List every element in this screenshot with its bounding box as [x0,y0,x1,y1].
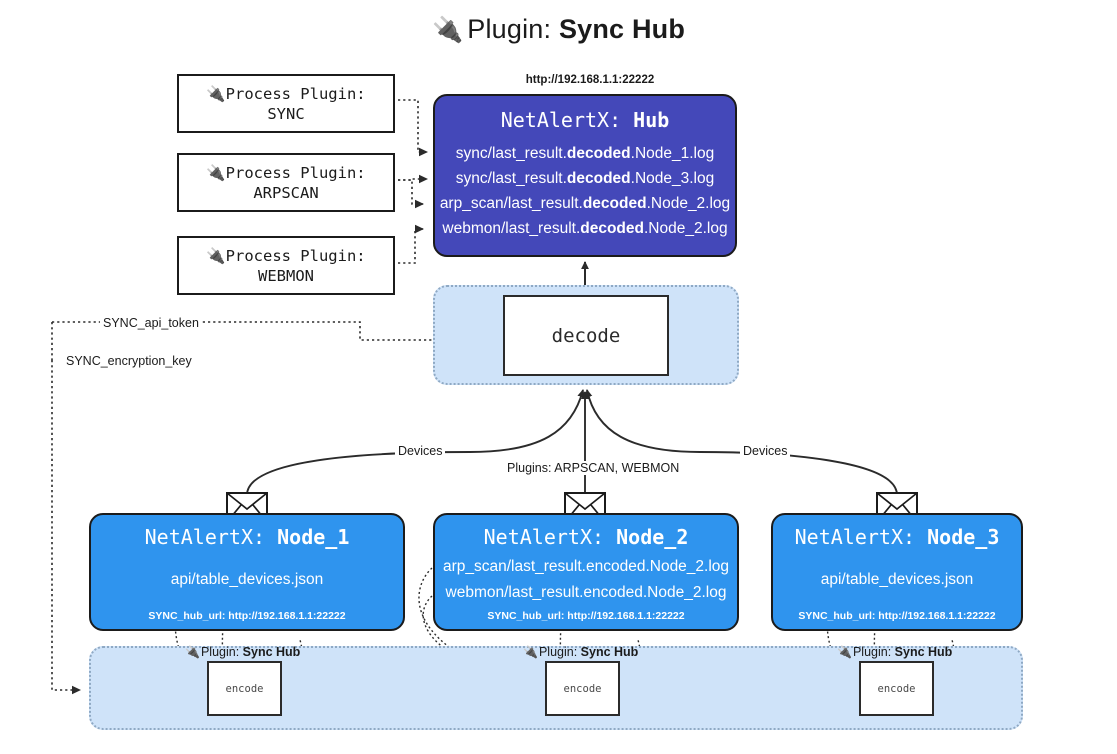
encode-caption-node-2: 🔌Plugin: Sync Hub [523,645,639,659]
process-plugin-box-webmon[interactable]: 🔌Process Plugin: WEBMON [177,236,395,295]
node-footer: SYNC_hub_url: http://192.168.1.1:22222 [798,610,996,622]
node-title: NetAlertX: Node_2 [483,525,689,549]
encode-caption-node-1: 🔌Plugin: Sync Hub [185,645,301,659]
process-plugin-line1: 🔌Process Plugin: [206,246,366,265]
hub-log-line: sync/last_result.decoded.Node_3.log [455,170,715,187]
node-title: NetAlertX: Node_3 [794,525,1000,549]
node-line: arp_scan/last_result.encoded.Node_2.log [442,557,730,575]
hub-log-line: webmon/last_result.decoded.Node_2.log [442,220,728,237]
node-lines: api/table_devices.json [773,549,1021,610]
process-plugin-line1: 🔌Process Plugin: [206,163,366,182]
plug-icon: 🔌 [206,163,226,182]
encode-box-node-2[interactable]: encode [545,661,620,716]
title-name: Sync Hub [558,14,686,44]
plug-icon: 🔌 [431,16,464,44]
plug-icon: 🔌 [206,84,226,103]
encode-caption-node-3: 🔌Plugin: Sync Hub [837,645,953,659]
encode-box-node-3[interactable]: encode [859,661,934,716]
edge-label-devices-left: Devices [395,444,446,458]
title-prefix: Plugin: [467,14,552,44]
process-plugin-box-sync[interactable]: 🔌Process Plugin: SYNC [177,74,395,133]
plug-icon: 🔌 [185,645,200,659]
node-line: webmon/last_result.encoded.Node_2.log [445,583,727,601]
process-plugin-line1: 🔌Process Plugin: [206,84,366,103]
edge-label-devices-right: Devices [740,444,791,458]
node-box-node-3[interactable]: NetAlertX: Node_3 api/table_devices.json… [771,513,1023,631]
decode-box[interactable]: decode [503,295,669,376]
node-box-node-1[interactable]: NetAlertX: Node_1 api/table_devices.json… [89,513,405,631]
process-plugin-line2: ARPSCAN [253,183,319,202]
node-footer: SYNC_hub_url: http://192.168.1.1:22222 [487,610,685,622]
edge-label-sync-encryption-key: SYNC_encryption_key [63,354,195,368]
hub-node[interactable]: NetAlertX: Hub sync/last_result.decoded.… [433,94,737,257]
plug-icon: 🔌 [206,246,226,265]
page-title: 🔌Plugin: Sync Hub [0,14,1117,45]
encode-box-node-1[interactable]: encode [207,661,282,716]
process-plugin-line2: WEBMON [258,266,314,285]
node-footer: SYNC_hub_url: http://192.168.1.1:22222 [148,610,346,622]
node-title: NetAlertX: Node_1 [144,525,350,549]
hub-log-line: arp_scan/last_result.decoded.Node_2.log [439,195,731,212]
node-lines: api/table_devices.json [91,549,403,610]
edge-label-sync-api-token: SYNC_api_token [100,316,202,330]
node-line: api/table_devices.json [170,570,324,588]
plug-icon: 🔌 [523,645,538,659]
edge-label-plugins: Plugins: ARPSCAN, WEBMON [504,461,683,475]
hub-log-line: sync/last_result.decoded.Node_1.log [455,145,715,162]
process-plugin-box-arpscan[interactable]: 🔌Process Plugin: ARPSCAN [177,153,395,212]
hub-url-label: http://192.168.1.1:22222 [525,74,655,86]
node-lines: arp_scan/last_result.encoded.Node_2.log … [435,549,737,610]
node-box-node-2[interactable]: NetAlertX: Node_2 arp_scan/last_result.e… [433,513,739,631]
plug-icon: 🔌 [837,645,852,659]
hub-title: NetAlertX: Hub [500,108,670,132]
node-line: api/table_devices.json [820,570,974,588]
process-plugin-line2: SYNC [267,104,305,123]
